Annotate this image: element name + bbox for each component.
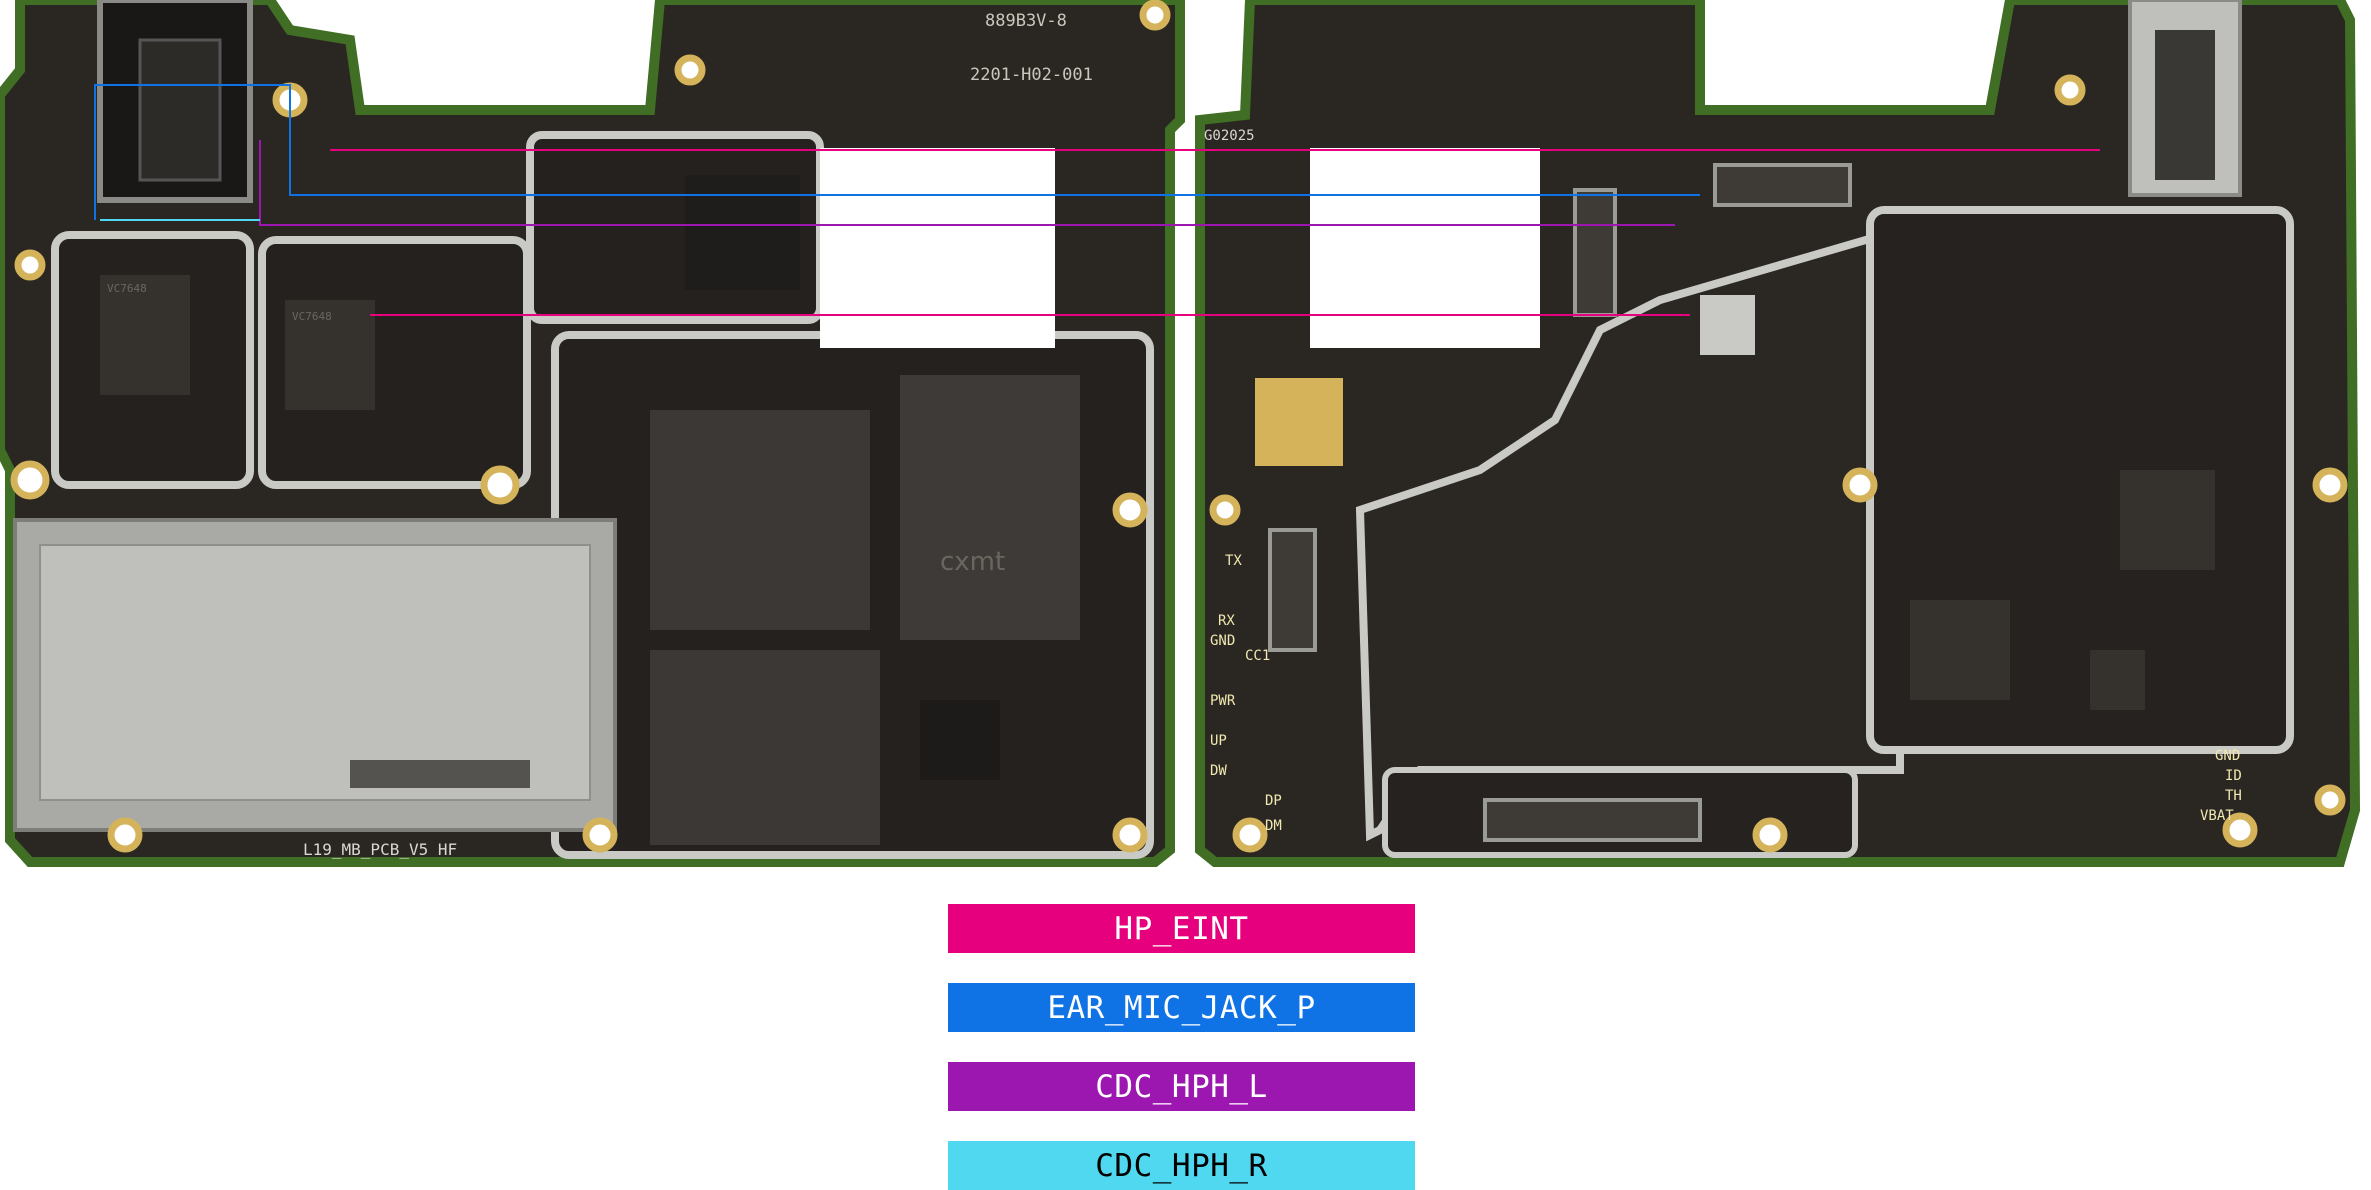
svg-text:UP: UP <box>1210 733 1227 749</box>
pad-labels-right: TX RX GND CC1 PWR UP DW DP DM GND ID TH … <box>1210 553 2242 834</box>
legend-label-cdc-hph-l: CDC_HPH_L <box>1095 1068 1268 1105</box>
svg-text:CC1: CC1 <box>1245 648 1270 664</box>
chip-ram <box>900 375 1080 640</box>
chip-pa-right <box>2120 470 2215 570</box>
silkscreen-left-bottom: L19_MB_PCB_V5 HF <box>303 840 457 859</box>
legend-label-hp-eint: HP_EINT <box>1114 910 1249 947</box>
trace-ear-mic <box>94 84 1700 220</box>
chip-right-4 <box>1700 295 1755 355</box>
chip-pa-2 <box>285 300 375 410</box>
cutout-right <box>1310 148 1540 348</box>
legend-hp-eint: HP_EINT <box>948 904 1415 953</box>
connector-board-to-board <box>1483 798 1702 842</box>
svg-text:cxmt: cxmt <box>940 547 1005 577</box>
mounting-holes-left <box>10 0 1171 853</box>
svg-text:TX: TX <box>1225 553 1242 569</box>
trace-cdc-hph-l <box>259 140 1675 226</box>
svg-text:DW: DW <box>1210 763 1227 779</box>
svg-text:ID: ID <box>2225 768 2242 784</box>
svg-text:VC7648: VC7648 <box>107 282 147 295</box>
svg-text:VBAT: VBAT <box>2200 808 2234 824</box>
chip-soc <box>650 410 870 630</box>
connector-right-top <box>1713 163 1852 207</box>
svg-text:DP: DP <box>1265 793 1282 809</box>
chip-pmic <box>920 700 1000 780</box>
svg-text:PWR: PWR <box>1210 693 1236 709</box>
legend-label-cdc-hph-r: CDC_HPH_R <box>1095 1147 1268 1184</box>
svg-text:RX: RX <box>1218 613 1235 629</box>
silkscreen-left-top-1: 889B3V-8 <box>985 11 1067 31</box>
svg-text:VC7648: VC7648 <box>292 310 332 323</box>
gold-pad <box>1255 378 1343 466</box>
right-board: G02025 TX RX GND CC1 PWR UP DW DP DM GND… <box>1195 0 2361 867</box>
signal-traces <box>94 84 2100 316</box>
svg-text:DM: DM <box>1265 818 1282 834</box>
chip-right-3 <box>2090 650 2145 710</box>
svg-text:GND: GND <box>1210 633 1235 649</box>
legend-ear-mic-jack-p: EAR_MIC_JACK_P <box>948 983 1415 1032</box>
silkscreen-right-top: G02025 <box>1204 128 1255 144</box>
chip-pa-1 <box>100 275 190 395</box>
connector-left-side <box>1268 528 1317 652</box>
legend-cdc-hph-l: CDC_HPH_L <box>948 1062 1415 1111</box>
mounting-holes-right <box>1209 74 2348 853</box>
cutout-left <box>820 148 1055 348</box>
legend-cdc-hph-r: CDC_HPH_R <box>948 1141 1415 1190</box>
silkscreen-left-top-2: 2201-H02-001 <box>970 65 1093 85</box>
chip-right-2 <box>1910 600 2010 700</box>
chip-emmc <box>650 650 880 845</box>
svg-text:TH: TH <box>2225 788 2242 804</box>
connector-right-side <box>1573 188 1617 317</box>
pcb-diagram: VC7648 VC7648 cxmt L19_MB_PCB_V5 HF 889 <box>0 0 2361 867</box>
svg-text:GND: GND <box>2215 748 2240 764</box>
chip-transceiver <box>685 175 800 290</box>
legend-label-ear-mic-jack-p: EAR_MIC_JACK_P <box>1047 989 1316 1026</box>
left-board: VC7648 VC7648 cxmt L19_MB_PCB_V5 HF 889 <box>0 0 1185 867</box>
